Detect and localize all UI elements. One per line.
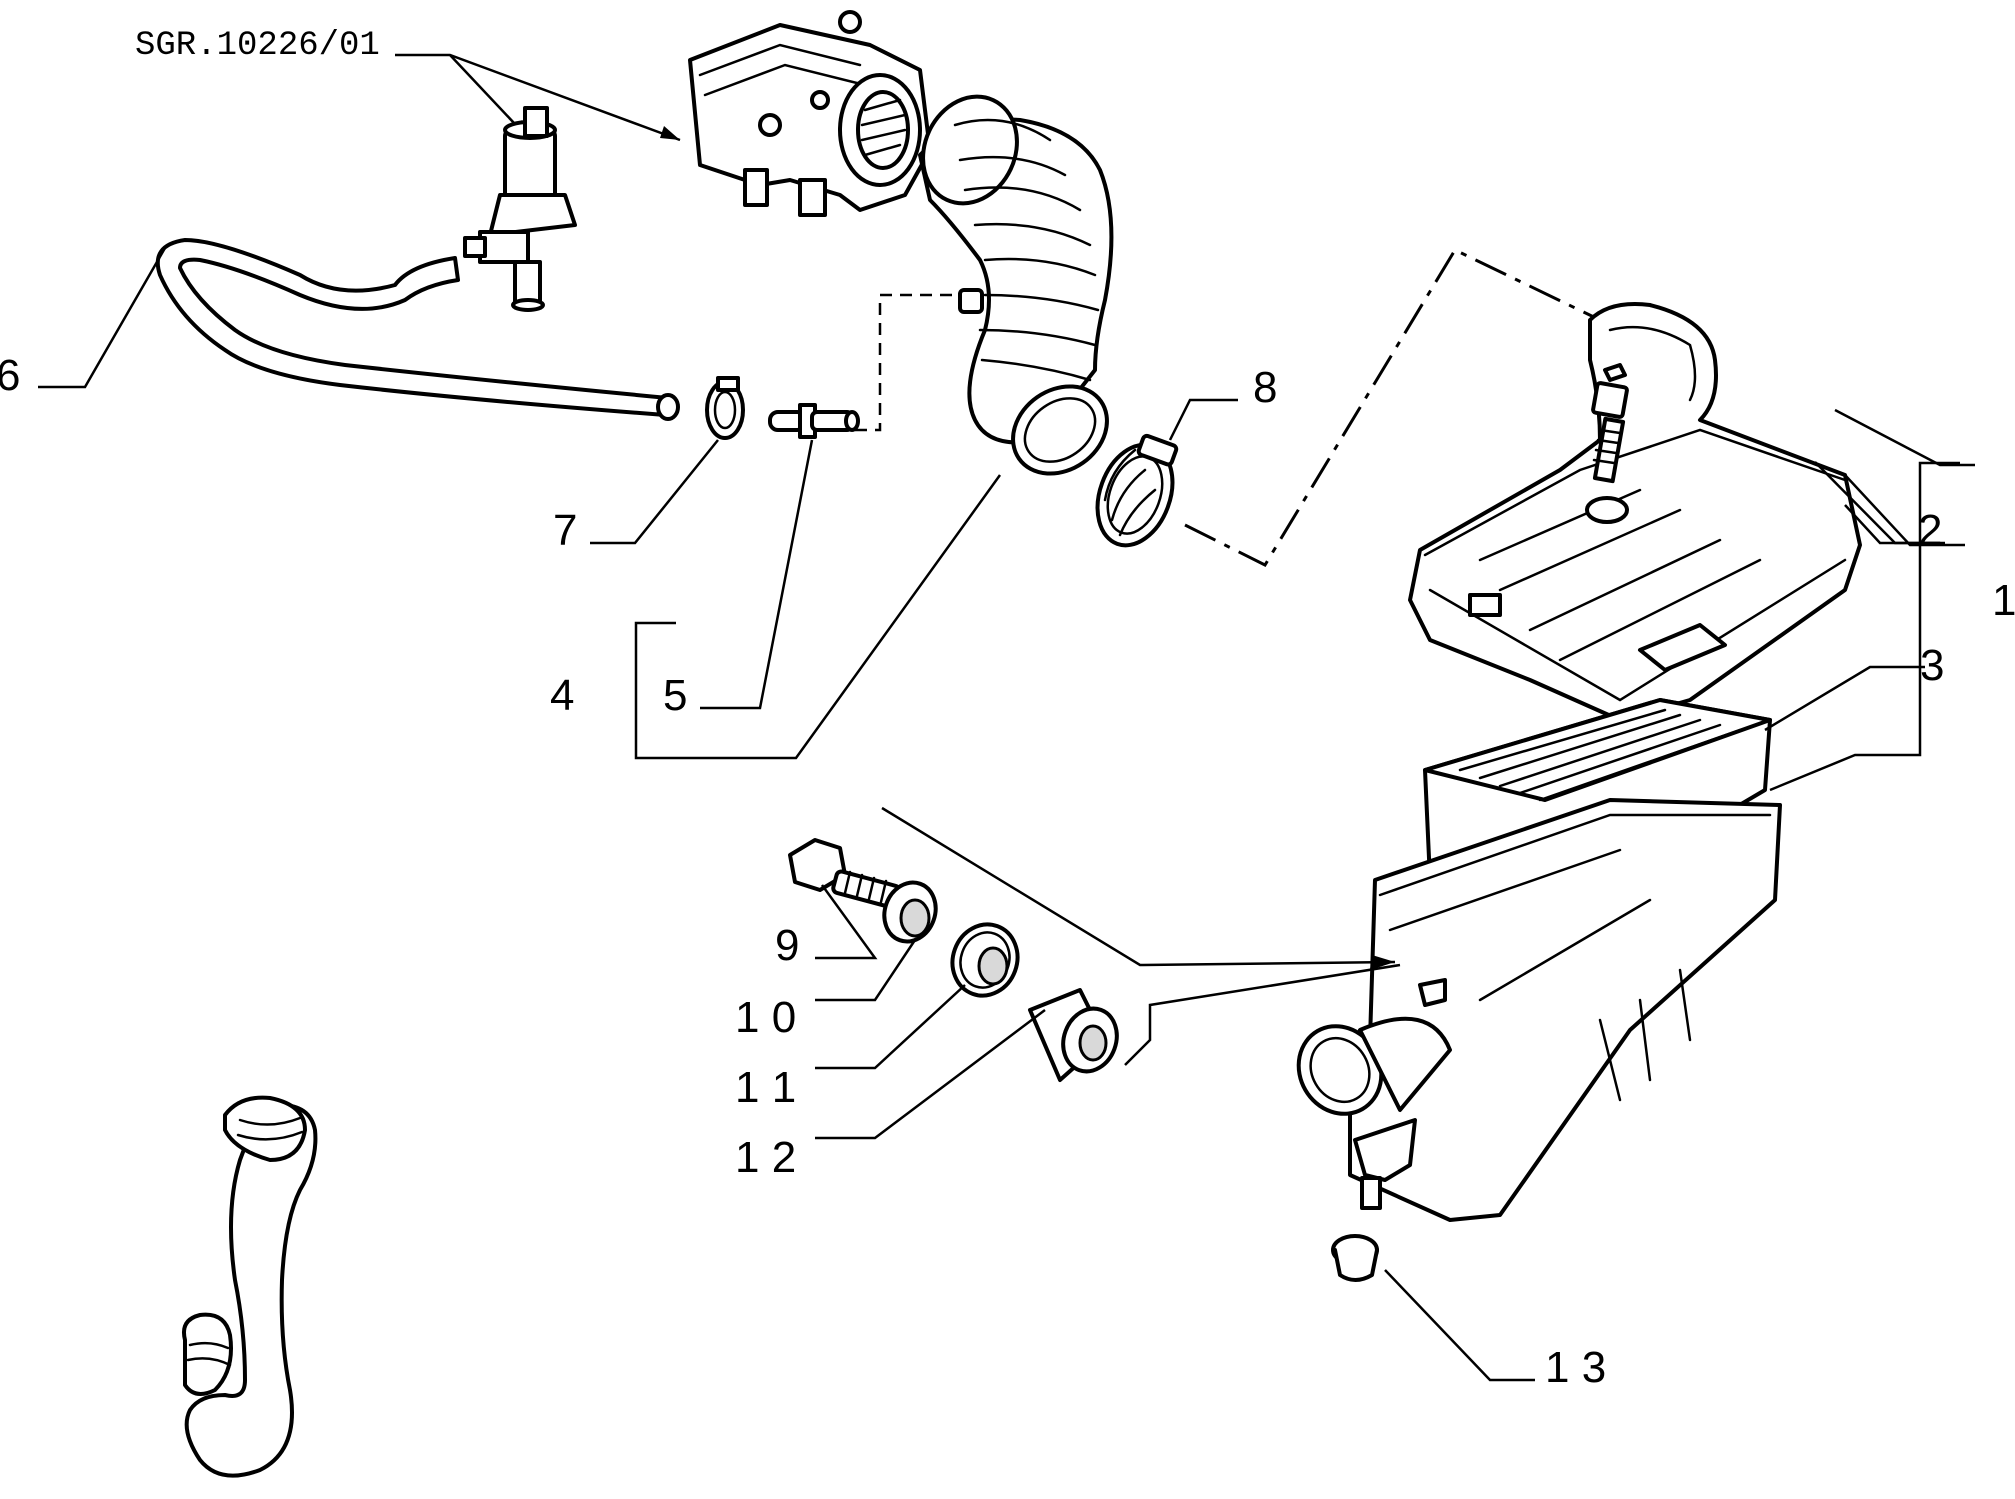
bushing (1028, 988, 1119, 1082)
hose-clamp (1095, 433, 1179, 548)
grommet-large (950, 922, 1020, 998)
callout-4: 4 (550, 671, 574, 720)
reference-code: SGR.10226/01 (135, 27, 380, 65)
throttle-body (688, 10, 932, 217)
hose-clip (705, 376, 745, 440)
grommet-small (882, 880, 938, 944)
callout-1: 1 (1992, 576, 2015, 625)
callout-6: 6 (0, 351, 20, 400)
callout-10: 1 0 (735, 993, 796, 1042)
callout-13: 1 3 (1545, 1343, 1606, 1392)
assembly-line (1184, 248, 1601, 567)
air-filter-box (1296, 798, 1782, 1222)
vacuum-hose (155, 238, 680, 421)
lid-screw (1591, 363, 1629, 484)
callout-leaders (38, 247, 1975, 1382)
callout-9: 9 (775, 921, 799, 970)
lower-intake-hose (182, 1095, 318, 1478)
callout-8: 8 (1253, 363, 1277, 412)
callout-12: 1 2 (735, 1133, 796, 1182)
intake-duct (918, 94, 1114, 476)
callout-11: 1 1 (735, 1063, 796, 1112)
hose-connector (768, 403, 860, 439)
connector-path (855, 293, 960, 432)
mounting-leaders (881, 806, 1401, 1066)
callout-5: 5 (663, 671, 687, 720)
solenoid-valve (463, 106, 577, 312)
callout-3: 3 (1920, 641, 1944, 690)
callout-2: 2 (1918, 506, 1942, 555)
drain-cap (1331, 1234, 1379, 1282)
air-filter-lid (1408, 302, 1862, 722)
callout-7: 7 (553, 506, 577, 555)
bolt (788, 838, 902, 910)
callout-numbers: 6 7 4 5 8 2 1 3 9 1 0 1 1 1 2 1 3 (0, 351, 2015, 1392)
